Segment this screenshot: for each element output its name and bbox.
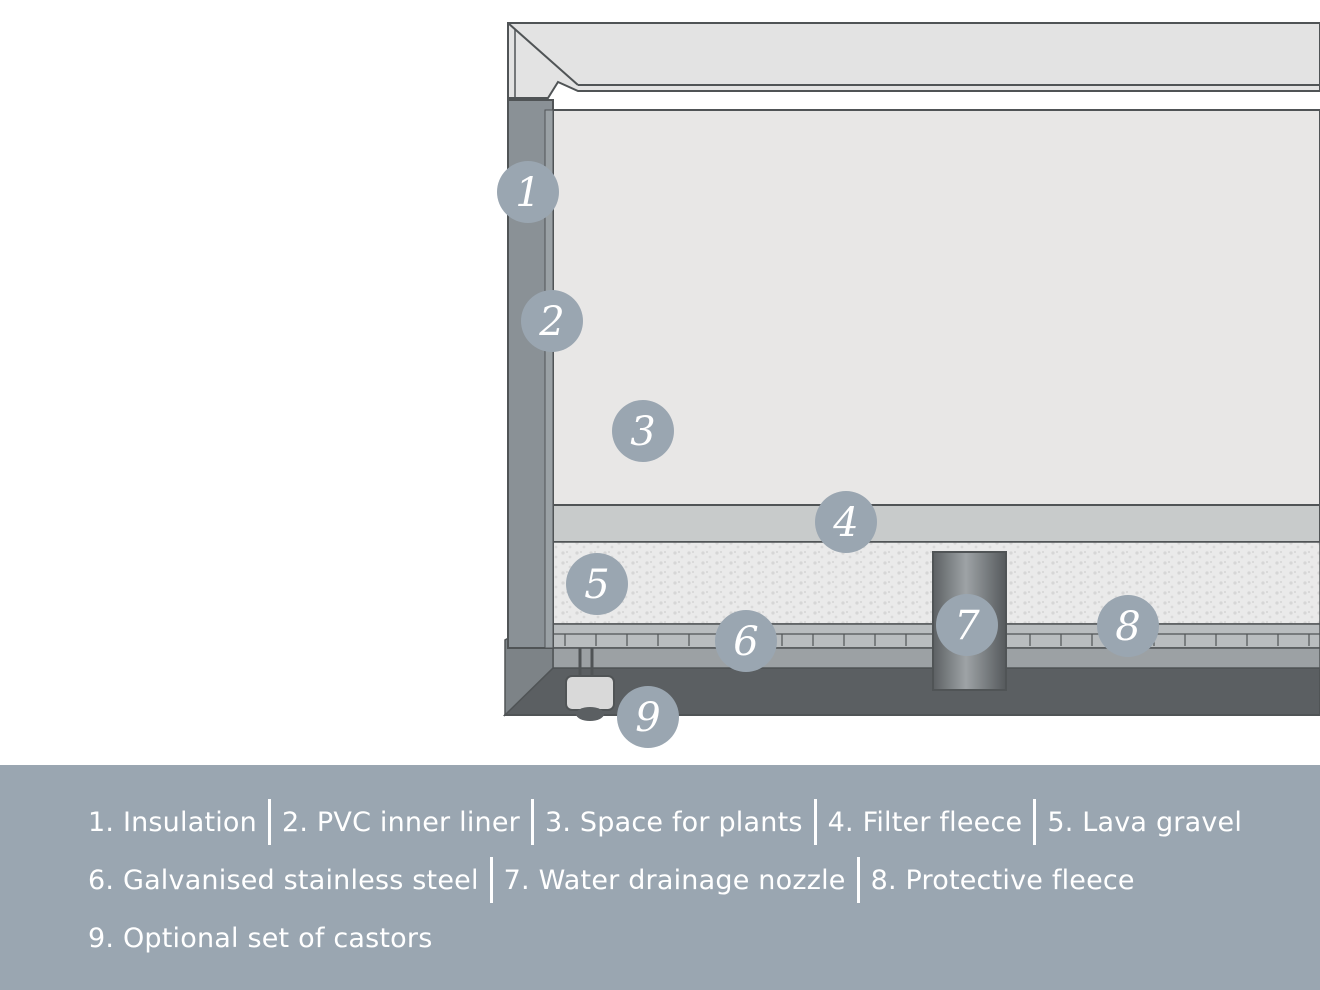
legend-line-2: 6. Galvanised stainless steel 7. Water d… (88, 857, 1135, 903)
callout-badge-insulation (497, 161, 559, 223)
callout-badge-pvc-liner (521, 290, 583, 352)
callout-number-lava-gravel: 5 (584, 562, 609, 608)
planter-cross-section-diagram: 1 2 3 4 5 6 7 8 9 (497, 22, 1320, 748)
legend-separator (813, 799, 817, 845)
callout-badge-castors (617, 686, 679, 748)
callout-number-insulation: 1 (515, 170, 540, 216)
legend-item-lava-gravel: 5. Lava gravel (1047, 806, 1243, 838)
legend-item-castors: 9. Optional set of castors (88, 922, 433, 954)
callout-badges: 1 2 3 4 5 6 7 8 9 (497, 161, 1159, 748)
callout-number-pvc-liner: 2 (538, 299, 564, 345)
legend-item-insulation: 1. Insulation (88, 806, 257, 838)
legend-line-1: 1. Insulation 2. PVC inner liner 3. Spac… (88, 799, 1243, 845)
callout-badge-drainage-nozzle (936, 594, 998, 656)
callout-number-castors: 9 (635, 695, 660, 741)
plant-space-area (552, 109, 1320, 506)
legend-separator (1033, 799, 1037, 845)
legend-item-steel: 6. Galvanised stainless steel (88, 864, 479, 896)
castor-wheel (576, 707, 604, 721)
callout-badge-lava-gravel (566, 553, 628, 615)
legend-separator (267, 799, 271, 845)
legend-line-3: 9. Optional set of castors (88, 916, 432, 960)
legend-separator (489, 857, 493, 903)
filter-fleece-layer (552, 504, 1320, 543)
callout-number-protective-fleece: 8 (1115, 604, 1140, 650)
legend-item-plant-space: 3. Space for plants (544, 806, 803, 838)
callout-badge-steel (715, 610, 777, 672)
callout-badge-filter-fleece (815, 491, 877, 553)
rim-bevel-line (507, 22, 579, 86)
top-rim (507, 22, 1320, 99)
callout-badge-protective-fleece (1097, 595, 1159, 657)
legend-separator (856, 857, 860, 903)
legend-panel (0, 765, 1320, 990)
callout-number-drainage-nozzle: 7 (954, 603, 980, 649)
legend-item-protective-fleece: 8. Protective fleece (870, 864, 1135, 896)
callout-number-steel: 6 (733, 619, 758, 665)
callout-number-filter-fleece: 4 (832, 500, 858, 546)
callout-number-plant-space: 3 (630, 409, 655, 455)
callout-badge-plant-space (612, 400, 674, 462)
castor-housing (565, 675, 615, 711)
legend-item-filter-fleece: 4. Filter fleece (827, 806, 1023, 838)
pvc-liner (544, 109, 554, 649)
legend-item-pvc-liner: 2. PVC inner liner (281, 806, 520, 838)
legend-item-drainage-nozzle: 7. Water drainage nozzle (503, 864, 846, 896)
legend-separator (530, 799, 534, 845)
